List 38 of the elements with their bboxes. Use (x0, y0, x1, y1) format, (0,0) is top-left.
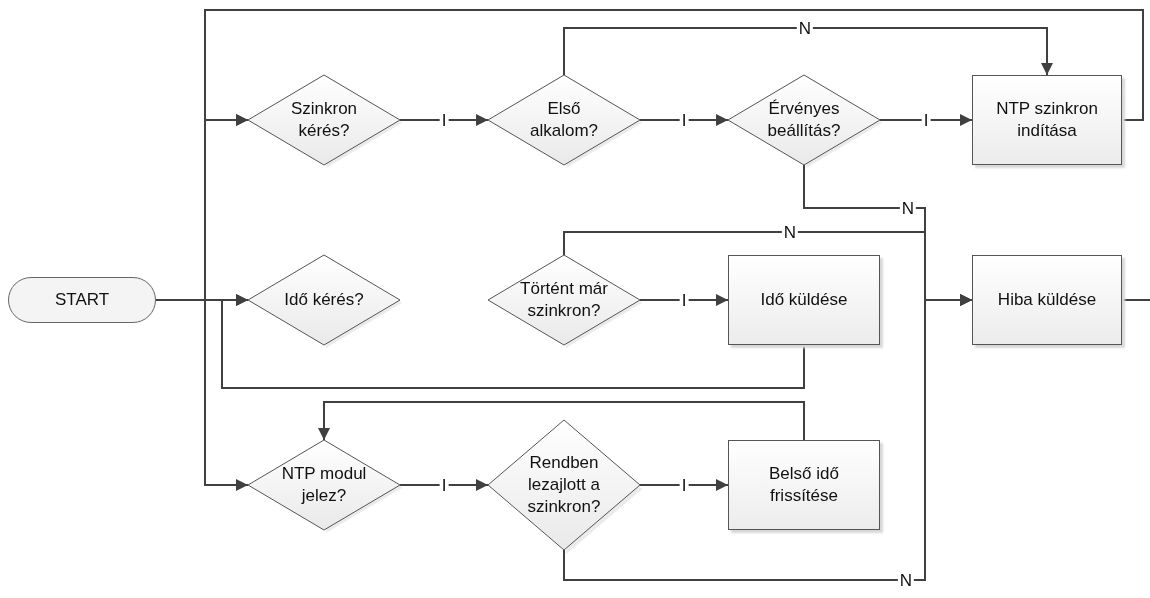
connector-arrow (155, 299, 249, 491)
node-label: Történt már szinkron? (519, 277, 609, 322)
edge-label: I (679, 111, 689, 129)
edge-label: N (796, 19, 814, 37)
node-label: Első alkalom? (528, 97, 599, 142)
node-label: Idő küldése (760, 288, 848, 311)
edge-label: I (439, 476, 449, 494)
connector-arrow (563, 294, 973, 581)
process-box (728, 440, 880, 530)
process-box (972, 75, 1122, 165)
edge-label: I (679, 291, 689, 309)
node-label: NTP modul jelez? (280, 462, 368, 507)
edge-label: N (897, 571, 915, 589)
connector-arrow (318, 401, 805, 441)
connector-arrow (639, 114, 729, 126)
connector-arrow (204, 9, 1144, 126)
node-label: Szinkron kérés? (289, 97, 359, 142)
connector-arrow (221, 294, 805, 389)
connector-arrow (639, 479, 729, 491)
node-label: START (54, 288, 110, 311)
connector-arrow (879, 114, 973, 126)
node-label: Idő kérés? (284, 288, 364, 311)
node-label: NTP szinkron indítása (995, 97, 1099, 142)
node-label: Rendben lezajlott a szinkron? (526, 451, 602, 519)
connector-arrow (399, 479, 489, 491)
connector-arrow (563, 27, 1053, 76)
process-box (728, 255, 880, 345)
edge-label: I (439, 111, 449, 129)
node-label: Belső idő frissítése (768, 462, 840, 507)
edge-label: N (781, 223, 799, 241)
edge-label: I (921, 111, 931, 129)
connector-arrow (399, 114, 489, 126)
node-label: Hiba küldése (997, 288, 1097, 311)
process-box (972, 255, 1122, 345)
connector-arrow (639, 294, 729, 306)
node-label: Érvényes beállítás? (766, 97, 842, 142)
edge-label: I (679, 476, 689, 494)
edge-label: N (899, 199, 917, 217)
